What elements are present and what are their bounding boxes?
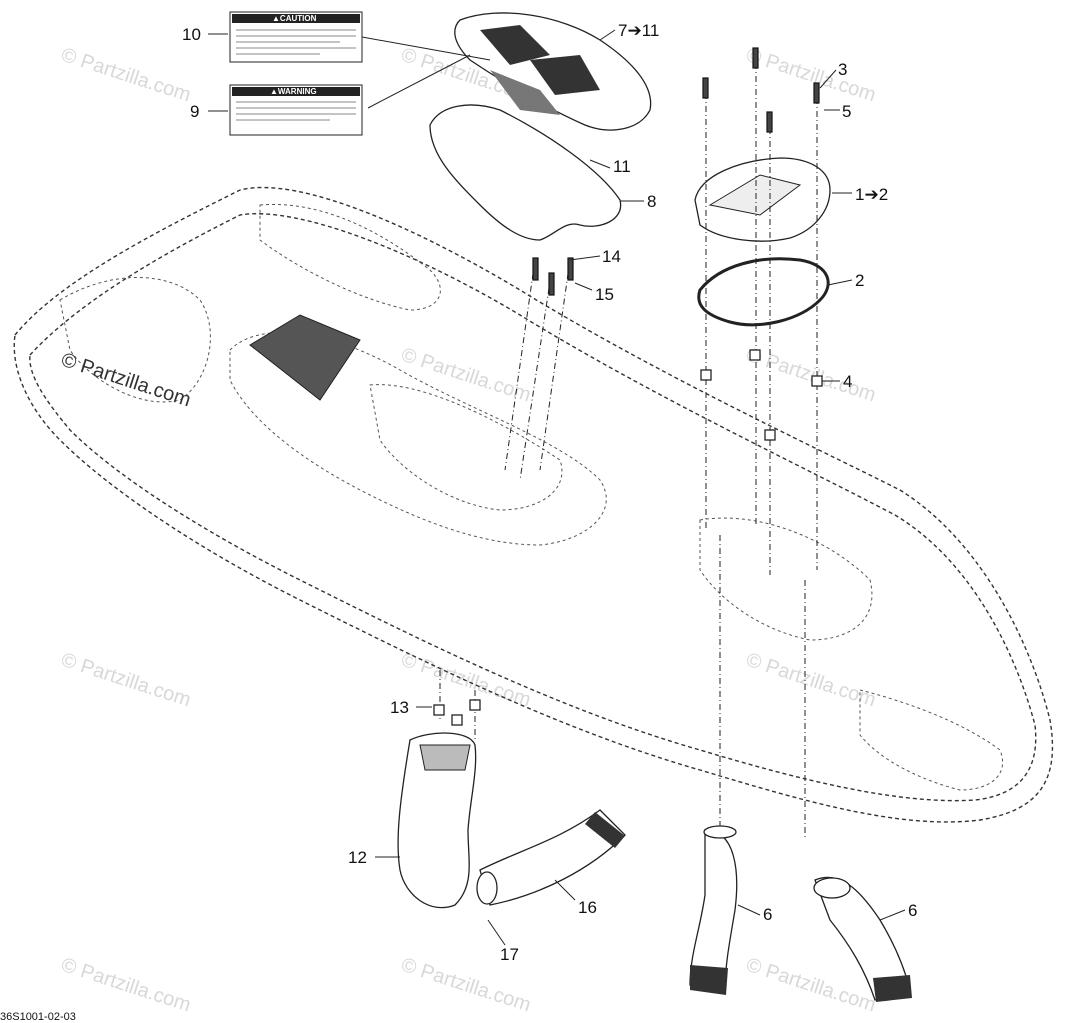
watermark: © Partzilla.com bbox=[743, 649, 878, 712]
axis-lines bbox=[439, 50, 818, 840]
callout-4: 4 bbox=[843, 372, 852, 391]
svg-text:▲CAUTION: ▲CAUTION bbox=[272, 14, 317, 23]
hose-part-16 bbox=[476, 809, 626, 906]
callout-6b: 6 bbox=[908, 901, 917, 920]
storage-lid-part-1 bbox=[694, 157, 831, 242]
callout-5: 5 bbox=[842, 102, 851, 121]
callout-17: 17 bbox=[500, 945, 519, 964]
watermark-main: © Partzilla.com bbox=[58, 349, 193, 412]
callout-14: 14 bbox=[602, 247, 621, 266]
watermark: © Partzilla.com bbox=[58, 954, 193, 1017]
drawing-code: 36S1001-02-03 bbox=[0, 1011, 76, 1023]
watermark: © Partzilla.com bbox=[743, 344, 878, 407]
callout-16: 16 bbox=[578, 898, 597, 917]
duct-housing-part-12 bbox=[397, 732, 477, 909]
watermark: © Partzilla.com bbox=[58, 44, 193, 107]
callout-7: 7➔11 bbox=[618, 21, 659, 40]
caution-label-10: ▲CAUTION bbox=[229, 11, 363, 63]
hose-part-6b bbox=[813, 876, 912, 1002]
fasteners bbox=[433, 47, 823, 726]
svg-text:▲WARNING: ▲WARNING bbox=[270, 87, 317, 96]
warning-label-9: ▲WARNING bbox=[229, 84, 363, 136]
watermark: © Partzilla.com bbox=[58, 649, 193, 712]
callout-12: 12 bbox=[348, 848, 367, 867]
callout-10: 10 bbox=[182, 25, 201, 44]
watermark: © Partzilla.com bbox=[398, 344, 533, 407]
gasket-part-2 bbox=[697, 257, 830, 327]
callout-3: 3 bbox=[838, 60, 847, 79]
watermark: © Partzilla.com bbox=[743, 954, 878, 1017]
watermark: © Partzilla.com bbox=[743, 44, 878, 107]
callout-15: 15 bbox=[595, 285, 614, 304]
callout-9: 9 bbox=[190, 102, 199, 121]
gasket-part-8 bbox=[429, 104, 622, 241]
callout-1: 1➔2 bbox=[855, 185, 888, 204]
callout-2: 2 bbox=[855, 271, 864, 290]
callouts: 10 9 7➔11 11 8 3 5 1➔2 2 14 15 4 13 12 1… bbox=[182, 21, 917, 964]
seat-part-7 bbox=[454, 12, 652, 131]
callout-6a: 6 bbox=[763, 905, 772, 924]
hull-outline bbox=[13, 186, 1054, 823]
leader-lines bbox=[208, 29, 906, 946]
callout-13: 13 bbox=[390, 698, 409, 717]
callout-8: 8 bbox=[647, 192, 656, 211]
callout-11: 11 bbox=[613, 157, 631, 176]
hose-part-6a bbox=[689, 825, 738, 995]
